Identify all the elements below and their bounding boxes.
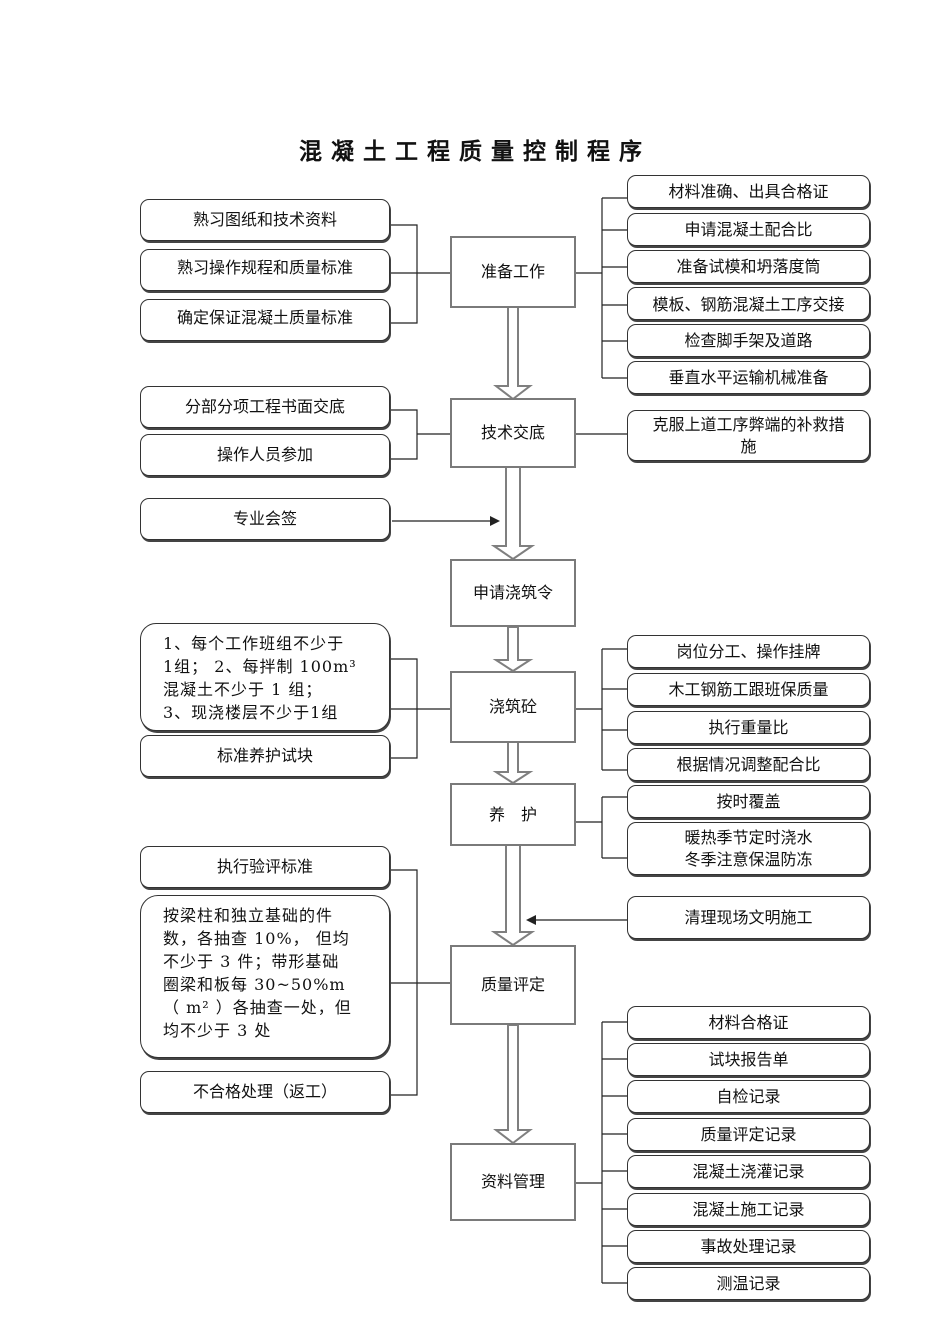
pour-right-item: 木工钢筋工跟班保质量 — [627, 673, 870, 706]
step-prepare: 准备工作 — [450, 236, 576, 308]
test-block-rule-line: 1组； 2、每拌制 100m³ — [163, 657, 357, 676]
test-block-rule-line: 1、每个工作班组不少于 — [163, 634, 345, 653]
cure-line: 暖热季节定时浇水 — [684, 827, 813, 847]
step-tech-briefing: 技术交底 — [450, 398, 576, 468]
site-cleanup: 清理现场文明施工 — [627, 896, 870, 939]
record-item: 材料合格证 — [627, 1006, 870, 1039]
prepare-left-item: 确定保证混凝土质量标准 — [140, 299, 390, 341]
sampling-rule-line: （ m² ）各抽查一处，但 — [163, 998, 352, 1017]
tech-left-item: 操作人员参加 — [140, 434, 390, 476]
prepare-left-item: 熟习图纸和技术资料 — [140, 199, 390, 241]
prepare-right-item: 材料准确、出具合格证 — [627, 175, 870, 208]
test-block-rule: 1、每个工作班组不少于 1组； 2、每拌制 100m³ 混凝土不少于 1 组； … — [140, 623, 390, 731]
flow-arrow — [492, 626, 534, 673]
prepare-right-item: 准备试模和坍落度筒 — [627, 250, 870, 283]
quality-left-item: 执行验评标准 — [140, 846, 390, 888]
sampling-rule: 按梁柱和独立基础的件 数，各抽查 10%， 但均 不少于 3 件；带形基础 圈梁… — [140, 895, 390, 1058]
flow-arrow — [490, 844, 536, 947]
prepare-right-item: 申请混凝土配合比 — [627, 213, 870, 246]
record-item: 测温记录 — [627, 1267, 870, 1300]
prepare-right-item: 模板、钢筋混凝土工序交接 — [627, 287, 870, 320]
cure-line: 冬季注意保温防冻 — [684, 849, 813, 869]
tech-left-item: 分部分项工程书面交底 — [140, 386, 390, 428]
record-item: 质量评定记录 — [627, 1118, 870, 1151]
professional-signoff: 专业会签 — [140, 498, 390, 540]
record-item: 混凝土施工记录 — [627, 1193, 870, 1226]
tech-right-item: 克服上道工序弊端的补救措施 — [627, 410, 870, 461]
test-block-rule-line: 3、现浇楼层不少于1组 — [163, 703, 339, 722]
record-item: 事故处理记录 — [627, 1230, 870, 1263]
prepare-right-item: 垂直水平运输机械准备 — [627, 361, 870, 394]
flow-arrow — [490, 466, 536, 561]
step-cure: 养 护 — [450, 783, 576, 846]
pour-right-item: 岗位分工、操作挂牌 — [627, 635, 870, 668]
step-pour: 浇筑砼 — [450, 671, 576, 743]
prepare-left-item: 熟习操作规程和质量标准 — [140, 249, 390, 291]
record-item: 试块报告单 — [627, 1043, 870, 1076]
sampling-rule-line: 圈梁和板每 30~50%m — [163, 975, 346, 994]
record-item: 混凝土浇灌记录 — [627, 1155, 870, 1188]
sampling-rule-line: 数，各抽查 10%， 但均 — [163, 929, 350, 948]
prepare-right-item: 检查脚手架及道路 — [627, 324, 870, 357]
step-quality: 质量评定 — [450, 945, 576, 1025]
pour-right-item: 执行重量比 — [627, 711, 870, 744]
flow-arrow — [493, 1024, 533, 1145]
arrowhead — [526, 915, 536, 925]
step-records: 资料管理 — [450, 1143, 576, 1221]
page-title: 混凝土工程质量控制程序 — [299, 138, 651, 165]
sampling-rule-line: 不少于 3 件；带形基础 — [163, 952, 340, 971]
arrowhead — [490, 516, 500, 526]
record-item: 自检记录 — [627, 1080, 870, 1113]
flow-arrow — [492, 741, 534, 785]
pour-right-item: 根据情况调整配合比 — [627, 748, 870, 781]
test-block-rule-line: 混凝土不少于 1 组； — [163, 680, 323, 699]
sampling-rule-line: 均不少于 3 处 — [163, 1021, 272, 1040]
sampling-rule-line: 按梁柱和独立基础的件 — [163, 906, 334, 925]
cure-right-item-seasonal: 暖热季节定时浇水 冬季注意保温防冻 — [627, 822, 870, 875]
standard-curing-block: 标准养护试块 — [140, 735, 390, 777]
flow-arrow — [493, 306, 533, 401]
quality-left-item: 不合格处理（返工） — [140, 1071, 390, 1113]
cure-right-item: 按时覆盖 — [627, 785, 870, 818]
step-pour-permit: 申请浇筑令 — [450, 559, 576, 627]
